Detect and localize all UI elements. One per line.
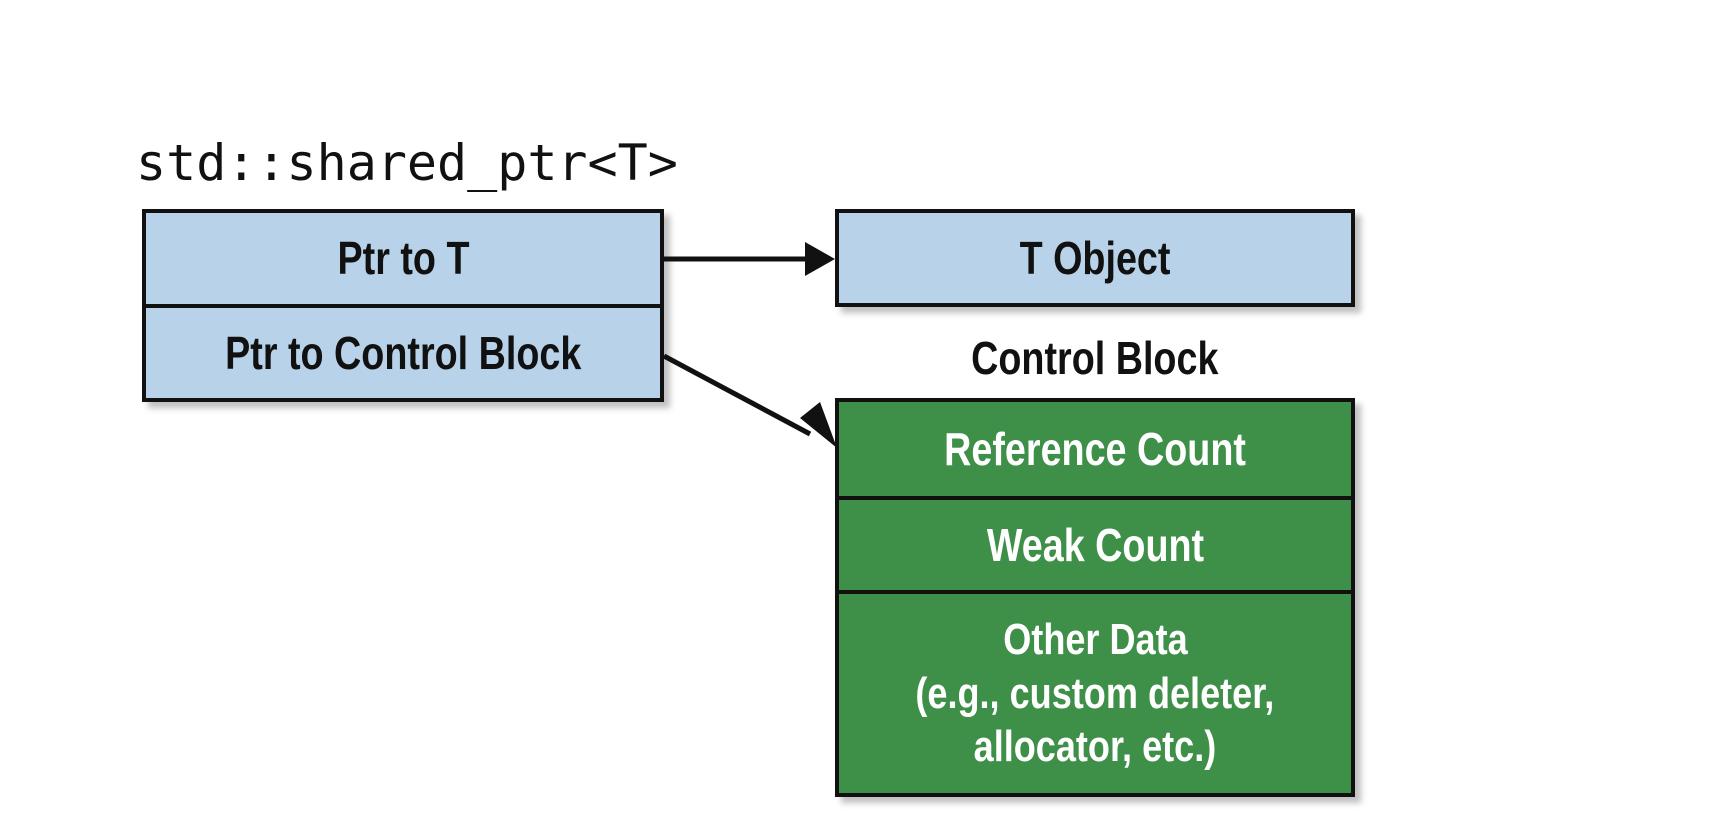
- control-block-title: Control Block: [971, 332, 1219, 384]
- weak-count-label: Weak Count: [986, 519, 1204, 571]
- other-data-line-2: (e.g., custom deleter,: [915, 668, 1275, 718]
- ptr-to-t-label: Ptr to T: [336, 232, 469, 285]
- arrowhead-icon: [805, 242, 835, 276]
- ptr-to-control-block-cell: Ptr to Control Block: [146, 303, 660, 398]
- other-data-cell: Other Data (e.g., custom deleter, alloca…: [839, 590, 1351, 793]
- shared-ptr-box: Ptr to T Ptr to Control Block: [142, 209, 664, 402]
- ptr-to-t-cell: Ptr to T: [146, 213, 660, 304]
- control-block-box: Reference Count Weak Count Other Data (e…: [835, 398, 1355, 797]
- arrowhead-icon: [800, 402, 837, 448]
- t-object-box: T Object: [835, 209, 1355, 307]
- t-object-cell: T Object: [839, 213, 1351, 303]
- arrow-to-t-object: [664, 242, 835, 276]
- other-data-line-1: Other Data: [1002, 614, 1188, 664]
- t-object-label: T Object: [1019, 232, 1171, 284]
- ptr-to-control-block-label: Ptr to Control Block: [224, 326, 582, 379]
- arrow-to-control-block: [662, 353, 837, 448]
- shared-ptr-type-label: std::shared_ptr<T>: [136, 134, 678, 192]
- reference-count-cell: Reference Count: [839, 402, 1351, 496]
- reference-count-label: Reference Count: [944, 423, 1246, 475]
- other-data-line-3: allocator, etc.): [973, 722, 1217, 772]
- weak-count-cell: Weak Count: [839, 496, 1351, 590]
